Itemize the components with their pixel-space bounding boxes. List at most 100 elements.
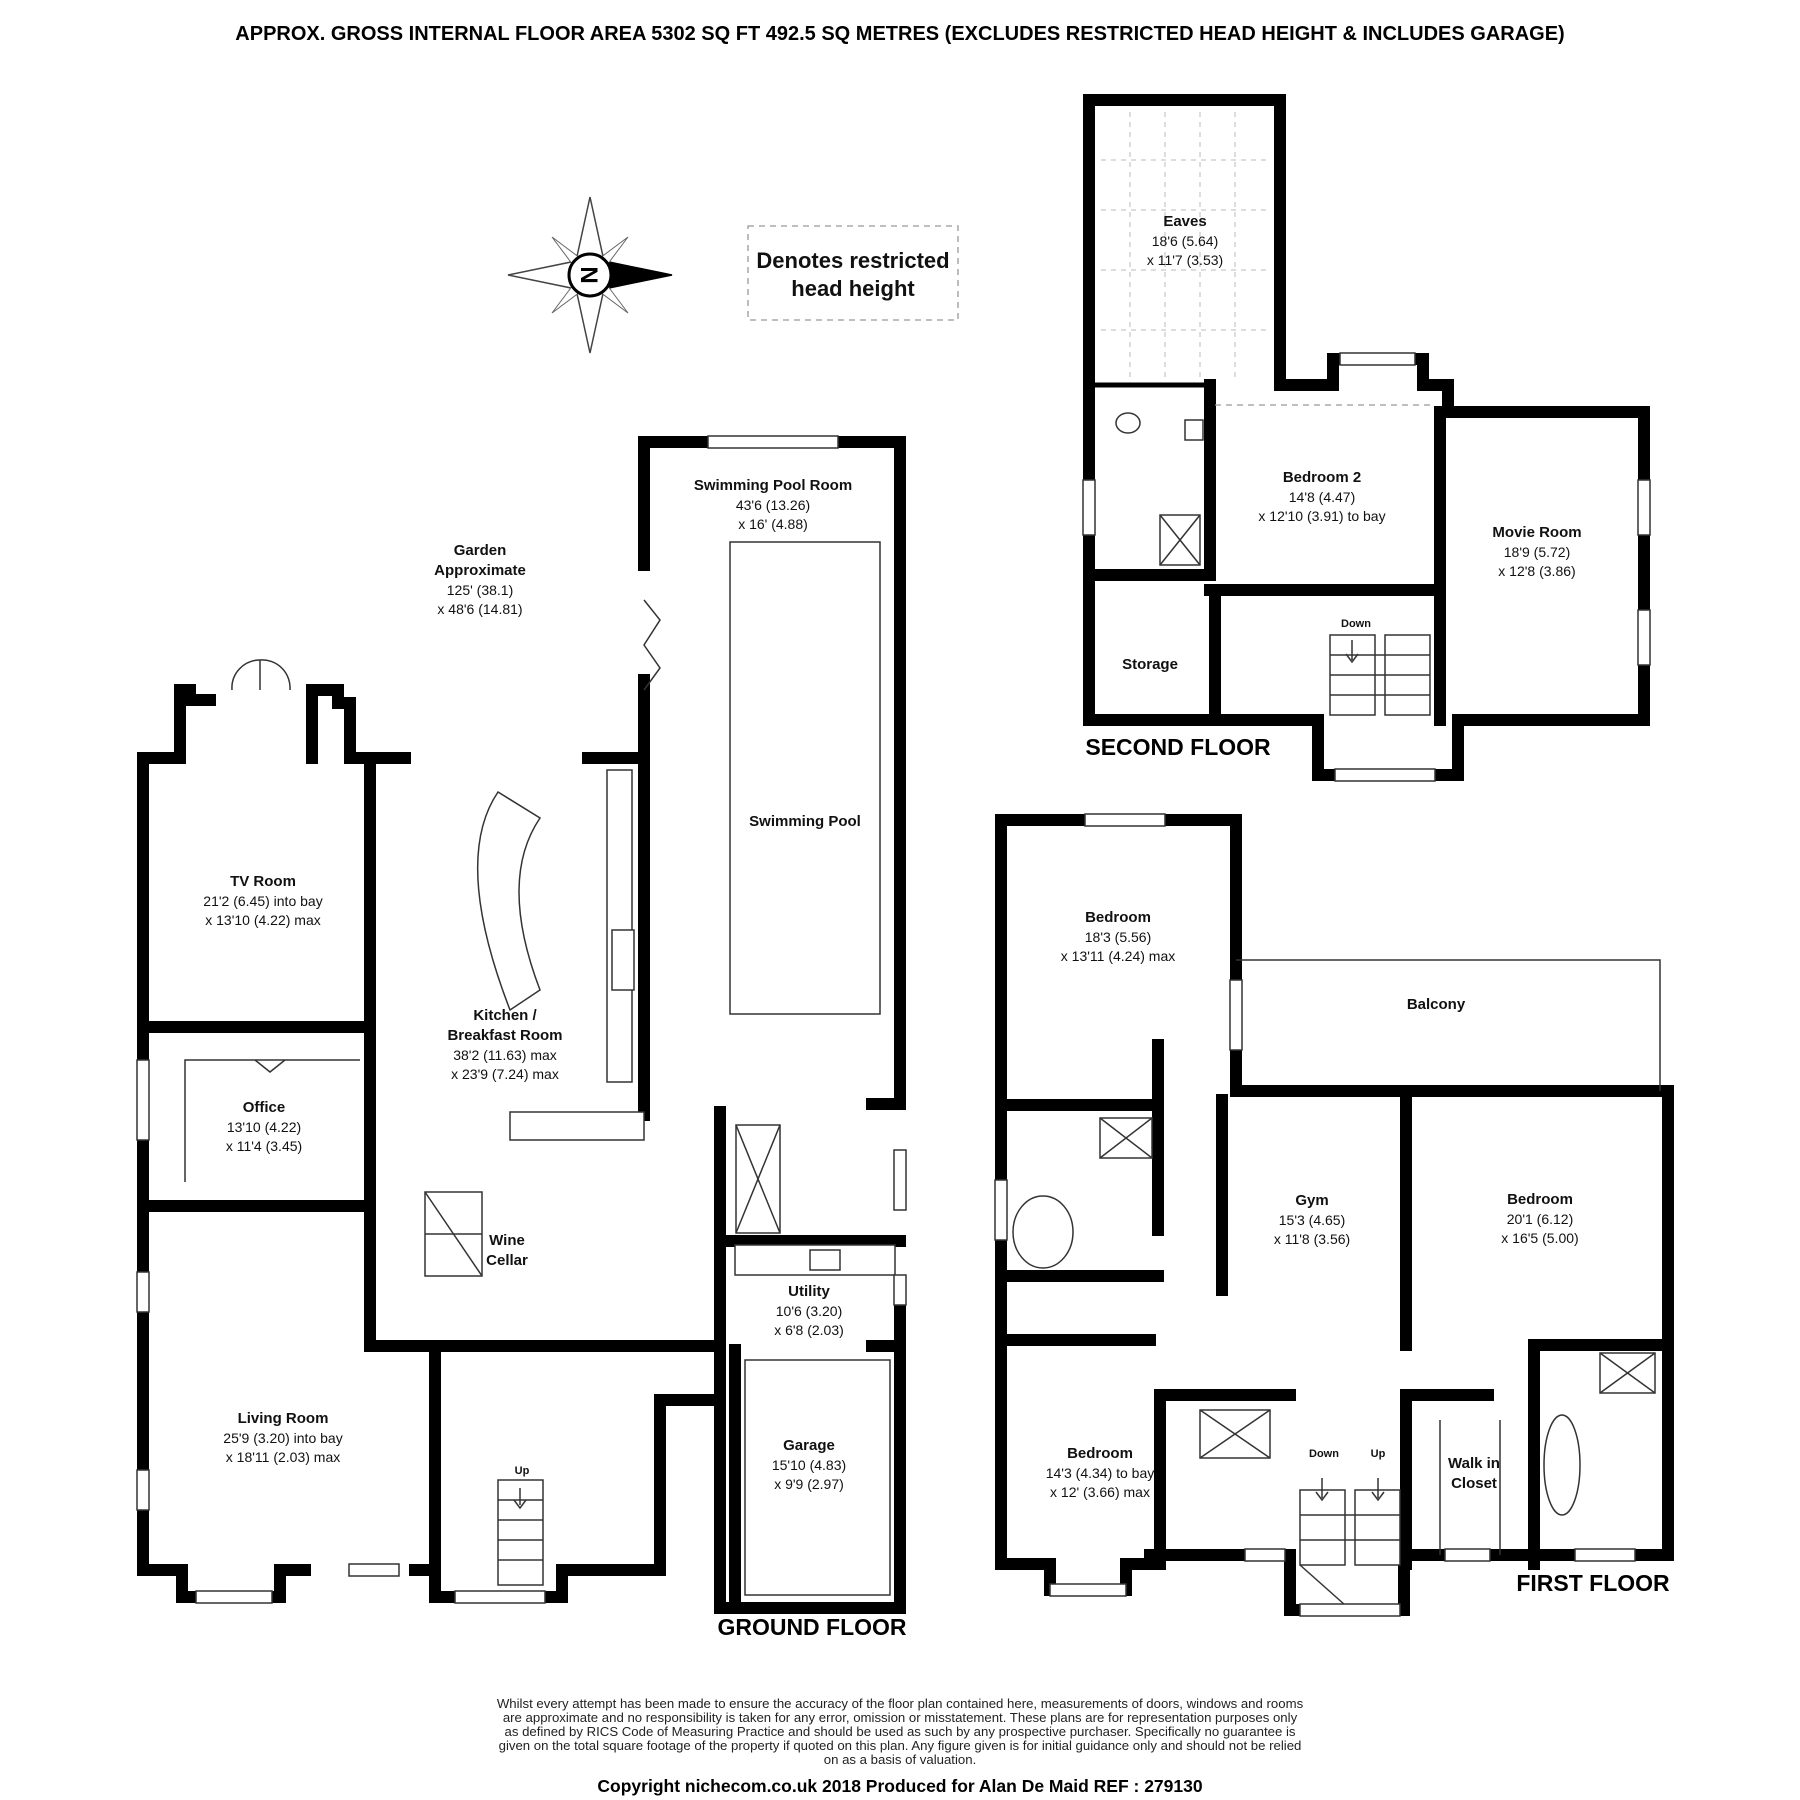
storage-label: Storage — [1122, 656, 1178, 673]
svg-text:125' (38.1): 125' (38.1) — [447, 582, 514, 598]
svg-text:Approximate: Approximate — [434, 562, 526, 579]
svg-text:x 11'8 (3.56): x 11'8 (3.56) — [1274, 1231, 1350, 1247]
copyright: Copyright nichecom.co.uk 2018 Produced f… — [597, 1776, 1202, 1796]
swimming-pool-room-label: Swimming Pool Room 43'6 (13.26) x 16' (4… — [694, 477, 852, 532]
ground-stair-up-label: Up — [515, 1465, 530, 1477]
first-bedroom-top-label: Bedroom 18'3 (5.56) x 13'11 (4.24) max — [1061, 909, 1175, 964]
svg-text:Eaves: Eaves — [1163, 213, 1206, 230]
disclaimer: Whilst every attempt has been made to en… — [497, 1696, 1304, 1767]
kitchen-island — [476, 790, 542, 1012]
eaves-label: Eaves 18'6 (5.64) x 11'7 (3.53) — [1147, 213, 1223, 268]
ground-floor-plan — [136, 435, 907, 1614]
svg-text:x 12'10 (3.91) to bay: x 12'10 (3.91) to bay — [1258, 508, 1385, 524]
first-floor-plan — [994, 813, 1674, 1617]
compass-icon: N — [507, 196, 673, 354]
balcony-label: Balcony — [1407, 996, 1466, 1013]
svg-text:x 12' (3.66) max: x 12' (3.66) max — [1050, 1484, 1150, 1500]
first-bedroom-right-label: Bedroom 20'1 (6.12) x 16'5 (5.00) — [1501, 1191, 1578, 1246]
svg-text:18'3 (5.56): 18'3 (5.56) — [1085, 929, 1152, 945]
svg-text:x 13'10 (4.22) max: x 13'10 (4.22) max — [205, 912, 321, 928]
svg-text:x 13'11 (4.24) max: x 13'11 (4.24) max — [1061, 948, 1175, 964]
svg-text:18'9 (5.72): 18'9 (5.72) — [1504, 544, 1571, 560]
utility-label: Utility 10'6 (3.20) x 6'8 (2.03) — [774, 1283, 844, 1338]
svg-text:are approximate and no respons: are approximate and no responsibility is… — [503, 1710, 1298, 1725]
second-floor-plan — [1082, 94, 1651, 782]
tv-room-label: TV Room 21'2 (6.45) into bay x 13'10 (4.… — [203, 873, 322, 928]
gym-label: Gym 15'3 (4.65) x 11'8 (3.56) — [1274, 1192, 1350, 1247]
svg-text:Cellar: Cellar — [486, 1252, 528, 1269]
svg-text:Gym: Gym — [1295, 1192, 1328, 1209]
svg-text:given on the total square foot: given on the total square footage of the… — [499, 1738, 1302, 1753]
swimming-pool-label: Swimming Pool — [749, 813, 861, 830]
svg-text:21'2 (6.45) into bay: 21'2 (6.45) into bay — [203, 893, 322, 909]
svg-text:20'1 (6.12): 20'1 (6.12) — [1507, 1211, 1574, 1227]
svg-text:x 6'8 (2.03): x 6'8 (2.03) — [774, 1322, 844, 1338]
office-label: Office 13'10 (4.22) x 11'4 (3.45) — [226, 1099, 302, 1154]
svg-text:Breakfast Room: Breakfast Room — [447, 1027, 562, 1044]
svg-text:Whilst every attempt has been: Whilst every attempt has been made to en… — [497, 1696, 1304, 1711]
garage-label: Garage 15'10 (4.83) x 9'9 (2.97) — [772, 1437, 846, 1492]
svg-text:Bedroom: Bedroom — [1085, 909, 1151, 926]
svg-text:x 9'9 (2.97): x 9'9 (2.97) — [774, 1476, 844, 1492]
svg-text:Wine: Wine — [489, 1232, 525, 1249]
svg-text:Kitchen /: Kitchen / — [473, 1007, 537, 1024]
movie-room-label: Movie Room 18'9 (5.72) x 12'8 (3.86) — [1492, 524, 1581, 579]
svg-text:Walk in: Walk in — [1448, 1455, 1500, 1472]
svg-text:38'2 (11.63) max: 38'2 (11.63) max — [453, 1047, 557, 1063]
floor-area-header: APPROX. GROSS INTERNAL FLOOR AREA 5302 S… — [235, 23, 1564, 45]
ground-floor-label: GROUND FLOOR — [717, 1614, 906, 1640]
svg-text:13'10 (4.22): 13'10 (4.22) — [227, 1119, 301, 1135]
svg-text:x 11'7 (3.53): x 11'7 (3.53) — [1147, 252, 1223, 268]
swimming-pool — [729, 541, 881, 1015]
living-room-label: Living Room 25'9 (3.20) into bay x 18'11… — [223, 1410, 342, 1465]
svg-text:Bedroom: Bedroom — [1067, 1445, 1133, 1462]
svg-text:14'3 (4.34) to bay: 14'3 (4.34) to bay — [1046, 1465, 1155, 1481]
restricted-height-legend: Denotes restricted head height — [747, 225, 959, 321]
svg-text:Living Room: Living Room — [238, 1410, 329, 1427]
svg-text:x 18'11 (2.03) max: x 18'11 (2.03) max — [226, 1449, 340, 1465]
svg-text:x 16'5 (5.00): x 16'5 (5.00) — [1501, 1230, 1578, 1246]
garden-label: Garden Approximate 125' (38.1) x 48'6 (1… — [434, 542, 526, 617]
eaves-hatching — [1101, 112, 1268, 380]
svg-text:Utility: Utility — [788, 1283, 830, 1300]
first-bedroom-bottom-label: Bedroom 14'3 (4.34) to bay x 12' (3.66) … — [1046, 1445, 1155, 1500]
svg-text:as defined by RICS Code of Mea: as defined by RICS Code of Measuring Pra… — [505, 1724, 1296, 1739]
first-stair-up-label: Up — [1371, 1448, 1386, 1460]
svg-text:x 12'8 (3.86): x 12'8 (3.86) — [1498, 563, 1575, 579]
svg-text:Swimming Pool Room: Swimming Pool Room — [694, 477, 852, 494]
svg-text:on as a basis of valuation.: on as a basis of valuation. — [824, 1752, 977, 1767]
svg-text:Closet: Closet — [1451, 1475, 1497, 1492]
svg-text:x 23'9 (7.24) max: x 23'9 (7.24) max — [451, 1066, 559, 1082]
bedroom-2-label: Bedroom 2 14'8 (4.47) x 12'10 (3.91) to … — [1258, 469, 1385, 524]
svg-text:x 48'6 (14.81): x 48'6 (14.81) — [437, 601, 522, 617]
second-stair-down-label: Down — [1341, 618, 1371, 630]
first-floor-label: FIRST FLOOR — [1516, 1570, 1670, 1596]
svg-text:Bedroom 2: Bedroom 2 — [1283, 469, 1361, 486]
first-stair-down-label: Down — [1309, 1448, 1339, 1460]
svg-text:43'6 (13.26): 43'6 (13.26) — [736, 497, 810, 513]
svg-text:Swimming Pool: Swimming Pool — [749, 813, 861, 830]
svg-text:x 16' (4.88): x 16' (4.88) — [738, 516, 808, 532]
kitchen-label: Kitchen / Breakfast Room 38'2 (11.63) ma… — [447, 1007, 562, 1082]
svg-text:Storage: Storage — [1122, 656, 1178, 673]
legend-line1: Denotes restricted — [756, 248, 949, 273]
compass-letter: N — [575, 266, 602, 283]
svg-text:15'10 (4.83): 15'10 (4.83) — [772, 1457, 846, 1473]
svg-text:14'8 (4.47): 14'8 (4.47) — [1289, 489, 1356, 505]
second-floor-label: SECOND FLOOR — [1085, 734, 1271, 760]
svg-text:Garage: Garage — [783, 1437, 835, 1454]
svg-text:TV Room: TV Room — [230, 873, 296, 890]
svg-text:10'6 (3.20): 10'6 (3.20) — [776, 1303, 843, 1319]
svg-text:x 11'4 (3.45): x 11'4 (3.45) — [226, 1138, 302, 1154]
svg-text:Office: Office — [243, 1099, 286, 1116]
walk-in-closet-label: Walk in Closet — [1448, 1455, 1500, 1492]
svg-text:15'3 (4.65): 15'3 (4.65) — [1279, 1212, 1346, 1228]
svg-text:25'9 (3.20) into bay: 25'9 (3.20) into bay — [223, 1430, 342, 1446]
svg-text:18'6 (5.64): 18'6 (5.64) — [1152, 233, 1219, 249]
svg-text:Bedroom: Bedroom — [1507, 1191, 1573, 1208]
svg-text:Garden: Garden — [454, 542, 507, 559]
svg-text:Balcony: Balcony — [1407, 996, 1466, 1013]
legend-line2: head height — [791, 276, 915, 301]
svg-text:Movie Room: Movie Room — [1492, 524, 1581, 541]
